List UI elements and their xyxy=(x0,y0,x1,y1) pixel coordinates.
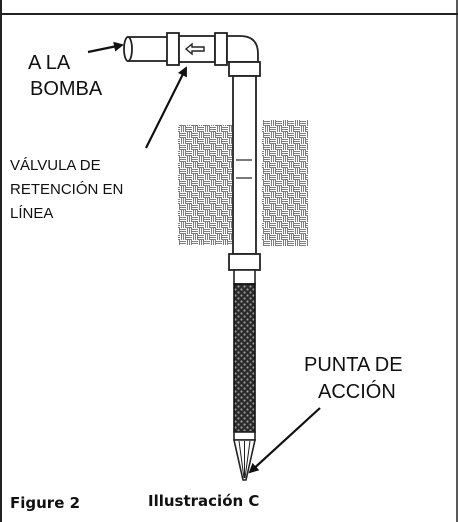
ground-patch-left xyxy=(178,125,233,245)
label-to-pump-line1: A LA xyxy=(28,52,71,74)
coupling-bottom xyxy=(228,253,261,271)
label-drive-point-line1: PUNTA DE xyxy=(304,354,403,376)
label-drive-point-line2: ACCIÓN xyxy=(318,381,396,403)
label-check-valve-line2: RETENCIÓN EN xyxy=(10,181,124,198)
caption-illustration: Illustración C xyxy=(148,492,260,510)
caption-figure: Figure 2 xyxy=(10,494,81,512)
elbow-fitting xyxy=(226,35,259,63)
drive-point-tip xyxy=(233,439,256,481)
label-check-valve-line3: LÍNEA xyxy=(10,205,54,222)
drive-point-screen xyxy=(233,269,256,441)
coupling-top xyxy=(228,61,261,77)
arrow-to-pump xyxy=(87,41,124,54)
check-valve xyxy=(166,32,228,66)
arrow-to-tip xyxy=(248,407,321,474)
label-check-valve-line1: VÁLVULA DE xyxy=(10,157,101,174)
vertical-pipe xyxy=(232,75,257,255)
pump-pipe xyxy=(123,36,169,62)
ground-patch-right xyxy=(262,120,308,246)
arrow-to-valve xyxy=(145,66,187,149)
label-to-pump-line2: BOMBA xyxy=(30,78,103,100)
